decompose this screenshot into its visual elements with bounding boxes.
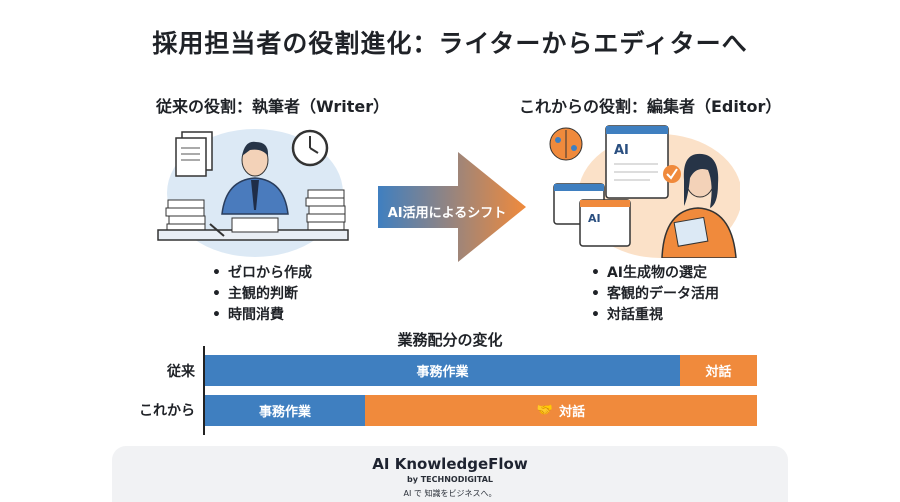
writer-bullet: ゼロから作成 xyxy=(212,263,312,284)
editor-bullet: 客観的データ活用 xyxy=(591,284,719,305)
document-stack-icon xyxy=(175,131,213,177)
editor-role-heading: これからの役割：編集者（Editor） xyxy=(519,97,782,116)
allocation-segment-0-0: 事務作業 xyxy=(205,355,680,386)
ai-screen-icon: AI xyxy=(605,125,669,199)
allocation-bars: 事務作業対話事務作業🤝対話 xyxy=(205,355,757,427)
writer-bullet: 時間消費 xyxy=(212,305,312,326)
handshake-icon: 🤝 xyxy=(536,403,554,418)
allocation-segment-label: 対話 xyxy=(705,365,732,380)
writer-illustration xyxy=(157,129,349,257)
page-title: 採用担当者の役割進化：ライターからエディターへ xyxy=(152,29,748,58)
allocation-row-label-before: 従来 xyxy=(167,364,195,380)
ai-screen-label: AI xyxy=(614,143,629,158)
allocation-segment-1-0: 事務作業 xyxy=(205,395,365,426)
brain-icon xyxy=(549,127,583,161)
clock-icon xyxy=(291,129,329,167)
editor-illustration: AI AI xyxy=(549,125,740,258)
shift-arrow xyxy=(378,152,526,262)
editor-person-icon xyxy=(661,153,737,258)
editor-bullet-list: AI生成物の選定 客観的データ活用 対話重視 xyxy=(591,263,719,326)
allocation-segment-label: 事務作業 xyxy=(258,405,311,420)
footer-tagline: AI で 知識をビジネスへ。 xyxy=(403,489,497,498)
allocation-row-label-after: これから xyxy=(139,403,195,419)
footer-byline: by TECHNODIGITAL xyxy=(407,475,493,484)
allocation-chart-title: 業務配分の変化 xyxy=(397,331,503,349)
editor-bullet: AI生成物の選定 xyxy=(591,263,719,284)
allocation-axis-line xyxy=(203,346,205,435)
writer-role-heading: 従来の役割：執筆者（Writer） xyxy=(156,97,390,116)
footer-brand: AI KnowledgeFlow xyxy=(372,455,528,473)
allocation-segment-label: 対話 xyxy=(559,405,586,420)
writer-bullet: 主観的判断 xyxy=(212,284,312,305)
editor-bullet: 対話重視 xyxy=(591,305,719,326)
check-icon xyxy=(663,165,681,183)
shift-arrow-label: AI活用によるシフト xyxy=(387,206,507,221)
allocation-segment-1-1: 🤝 対話 xyxy=(365,395,757,426)
allocation-segment-0-1: 対話 xyxy=(680,355,757,386)
footer-panel xyxy=(112,446,788,502)
writer-bullet-list: ゼロから作成 主観的判断 時間消費 xyxy=(212,263,312,326)
ai-document-label: AI xyxy=(588,212,601,225)
writer-person-icon xyxy=(221,141,289,215)
allocation-segment-label: 事務作業 xyxy=(416,365,469,380)
